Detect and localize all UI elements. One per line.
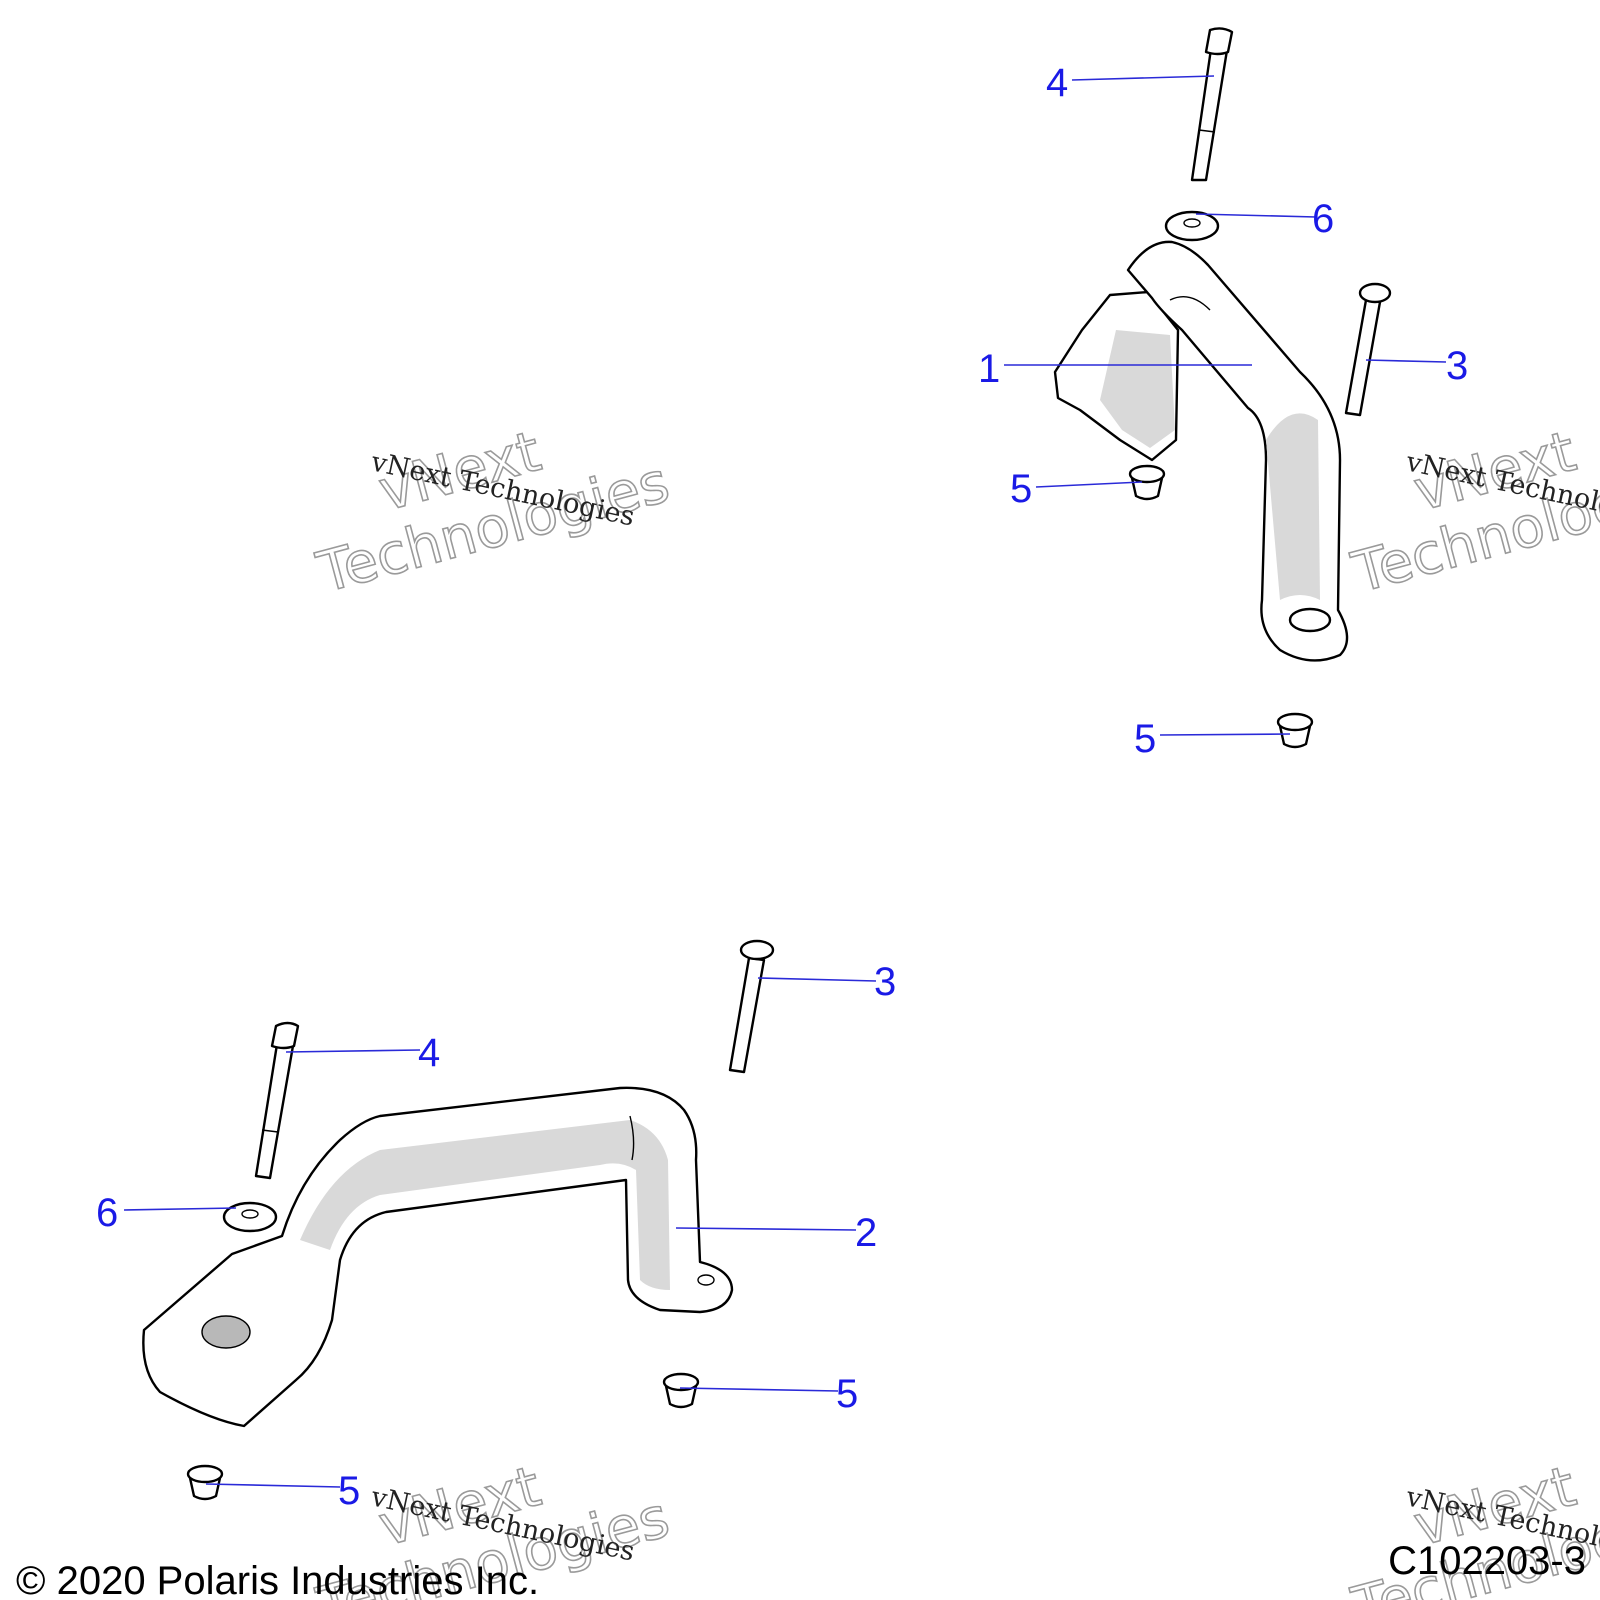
- callout-bottom-4: 4: [418, 1031, 440, 1075]
- callout-bottom-2: 2: [855, 1211, 877, 1255]
- watermark-4: vNext Technologies: [1345, 1453, 1600, 1600]
- bottom-nut-5a: [662, 1372, 700, 1409]
- top-bolt-4: [1190, 27, 1234, 182]
- callout-top-1: 1: [978, 347, 1000, 391]
- leader-top-3: [1365, 359, 1447, 363]
- bottom-bracket-2: [142, 1086, 734, 1428]
- copyright-text: © 2020 Polaris Industries Inc.: [16, 1559, 539, 1600]
- callout-top-6: 6: [1312, 197, 1334, 241]
- callout-top-4: 4: [1046, 61, 1068, 105]
- top-washer-6: [1164, 210, 1220, 242]
- leader-bottom-2: [675, 1227, 857, 1231]
- leader-bottom-3: [757, 977, 877, 982]
- callout-top-3: 3: [1446, 344, 1468, 388]
- callout-bottom-5a: 5: [836, 1372, 858, 1416]
- bottom-nut-5b: [186, 1464, 224, 1501]
- top-bracket-1: [1053, 240, 1349, 662]
- leader-top-6: [1195, 213, 1317, 218]
- callout-top-5b: 5: [1134, 717, 1156, 761]
- leader-top-5b: [1159, 733, 1291, 736]
- diagram-code: C102203-3: [1388, 1539, 1586, 1583]
- callout-bottom-6: 6: [96, 1191, 118, 1235]
- leader-top-4: [1071, 75, 1215, 81]
- top-nut-5a: [1128, 464, 1166, 501]
- top-nut-5b: [1276, 712, 1314, 749]
- callout-bottom-3: 3: [874, 960, 896, 1004]
- leader-top-5a: [1035, 481, 1143, 488]
- leader-bottom-6: [123, 1207, 237, 1211]
- bottom-bolt-3: [728, 939, 775, 1074]
- leader-bottom-5b: [205, 1483, 341, 1488]
- callout-bottom-5b: 5: [338, 1469, 360, 1513]
- top-bolt-3: [1344, 282, 1392, 417]
- bottom-bolt-4: [254, 1021, 300, 1180]
- leader-bottom-5a: [679, 1387, 839, 1392]
- bottom-washer-6: [222, 1201, 278, 1233]
- leader-bottom-4: [285, 1049, 421, 1053]
- callout-top-5a: 5: [1010, 467, 1032, 511]
